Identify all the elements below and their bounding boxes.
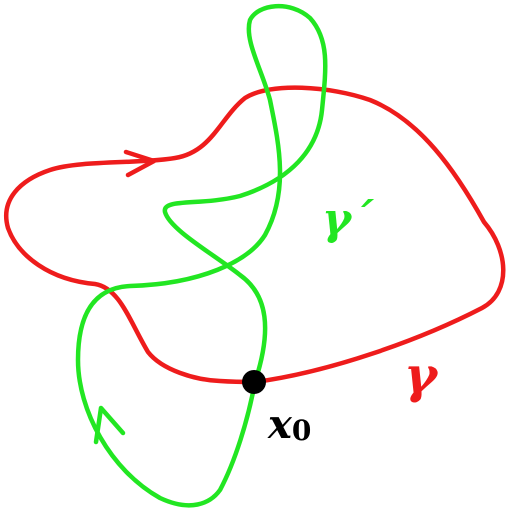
basepoint-label-subscript: 0 bbox=[292, 414, 311, 447]
basepoint-label: x0 bbox=[267, 401, 311, 448]
gamma-label: γ bbox=[404, 345, 439, 404]
gamma-prime-label: γ´ bbox=[322, 194, 375, 245]
gamma-red-arrowhead bbox=[123, 149, 157, 178]
gamma-red-curve bbox=[4, 85, 506, 385]
basepoint-dot bbox=[242, 370, 266, 394]
gamma-prime-green-arrowhead bbox=[93, 405, 126, 445]
basepoint-label-main: x bbox=[267, 401, 293, 448]
gamma-prime-green-curve bbox=[75, 3, 328, 508]
